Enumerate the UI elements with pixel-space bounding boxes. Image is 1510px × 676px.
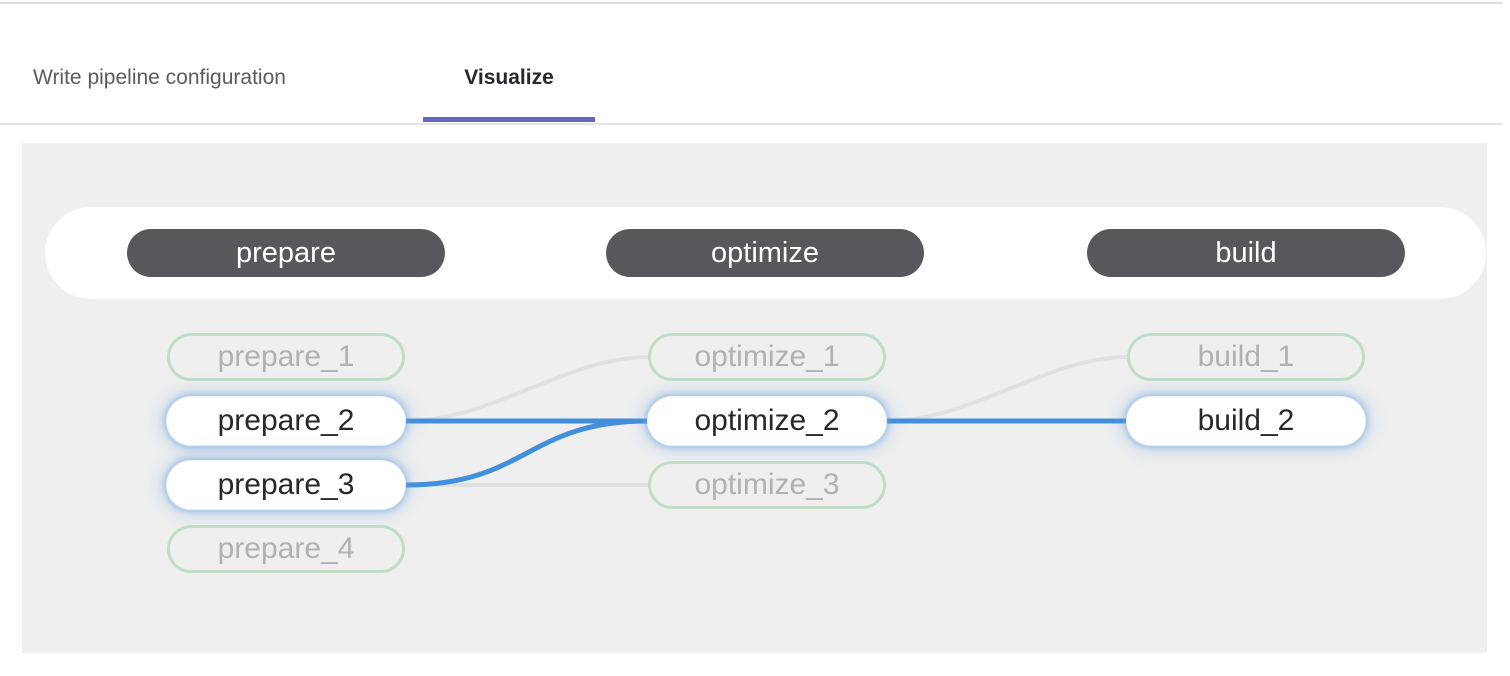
job-node-prepare-4[interactable]: prepare_4 bbox=[167, 525, 405, 573]
stage-pill-optimize: optimize bbox=[606, 229, 924, 277]
job-node-optimize-3[interactable]: optimize_3 bbox=[648, 461, 886, 509]
job-node-build-2[interactable]: build_2 bbox=[1127, 397, 1365, 445]
dependency-links bbox=[403, 355, 1130, 488]
job-node-build-1[interactable]: build_1 bbox=[1127, 333, 1365, 381]
tab-write-pipeline-configuration[interactable]: Write pipeline configuration bbox=[33, 66, 286, 89]
stage-pill-build: build bbox=[1087, 229, 1405, 277]
tab-visualize[interactable]: Visualize bbox=[464, 66, 554, 89]
job-node-prepare-1[interactable]: prepare_1 bbox=[167, 333, 405, 381]
top-divider bbox=[0, 2, 1502, 4]
job-node-optimize-1[interactable]: optimize_1 bbox=[648, 333, 886, 381]
job-node-optimize-2[interactable]: optimize_2 bbox=[648, 397, 886, 445]
job-node-prepare-3[interactable]: prepare_3 bbox=[167, 461, 405, 509]
tabs-divider bbox=[0, 123, 1502, 125]
active-tab-indicator bbox=[423, 117, 595, 122]
pipeline-graph-panel: prepare optimize build prepare_1 prepare… bbox=[22, 143, 1487, 653]
stage-pill-prepare: prepare bbox=[127, 229, 445, 277]
link-prepare-3-optimize-2 bbox=[403, 418, 651, 488]
link-prepare-2-optimize-1 bbox=[404, 355, 650, 423]
link-optimize-2-build-1 bbox=[885, 355, 1129, 423]
job-node-prepare-2[interactable]: prepare_2 bbox=[167, 397, 405, 445]
